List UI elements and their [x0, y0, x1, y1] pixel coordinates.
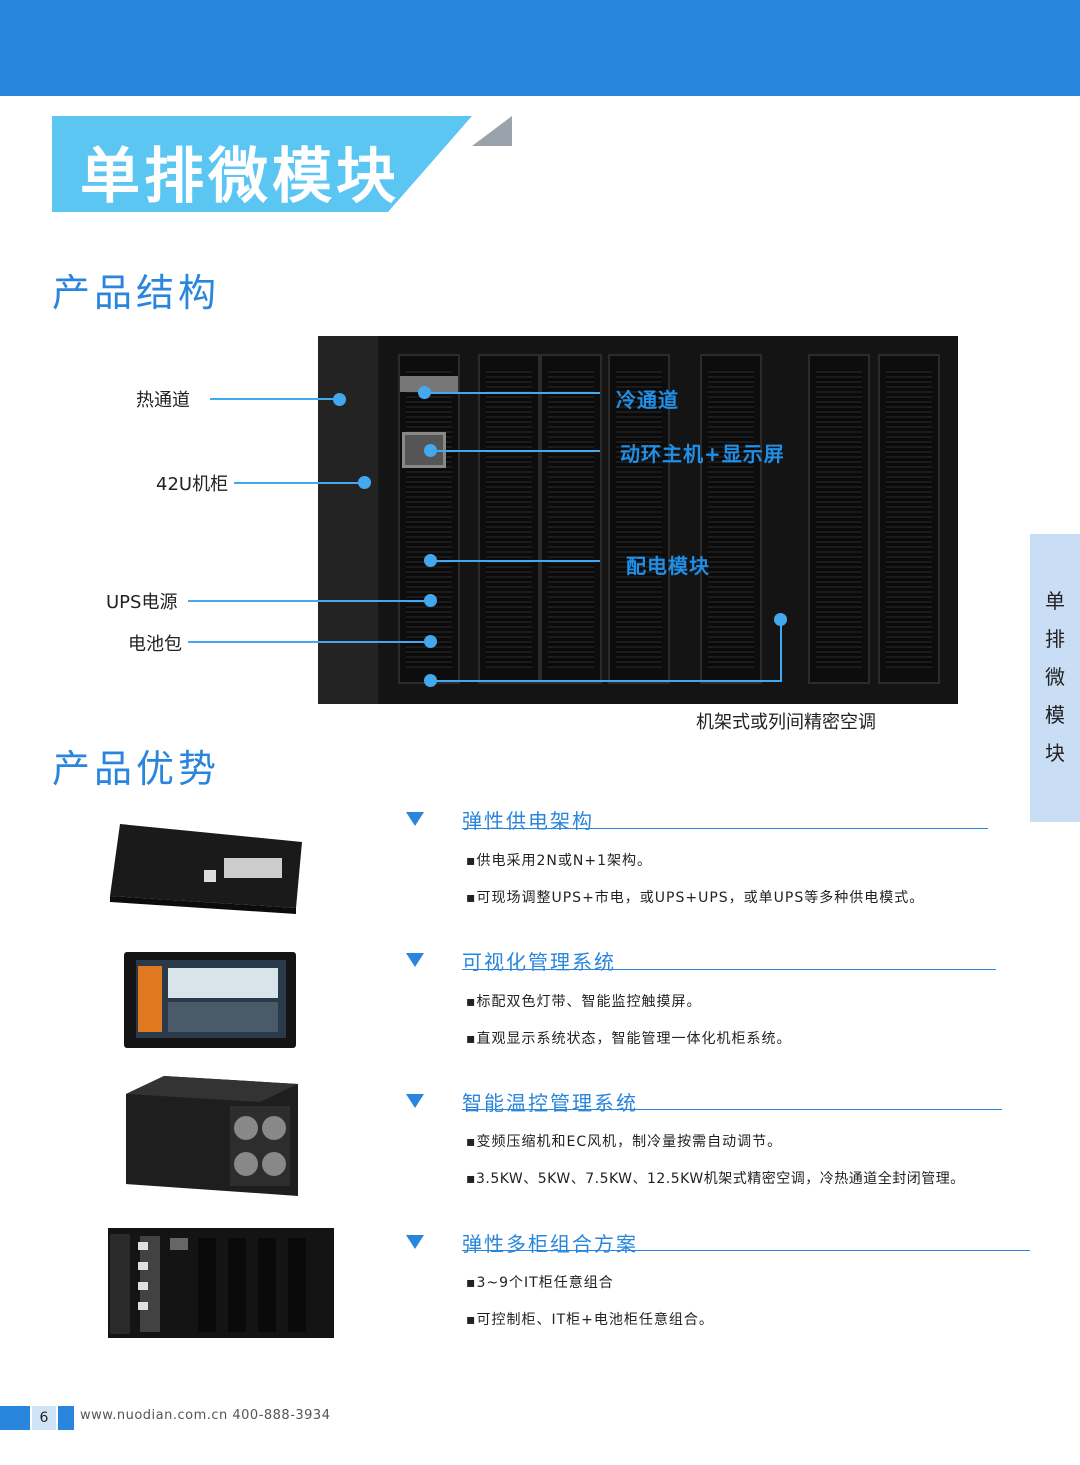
rack-door — [700, 354, 762, 684]
leader-line — [430, 680, 782, 682]
page-title: 单排微模块 — [80, 142, 400, 212]
footer-accent-bar — [58, 1406, 74, 1430]
title-banner-accent — [472, 116, 512, 146]
feature-bullet: ▪直观显示系统状态，智能管理一体化机柜系统。 — [466, 1031, 792, 1047]
feature-bullet: ▪可现场调整UPS+市电，或UPS+UPS，或单UPS等多种供电模式。 — [466, 890, 925, 906]
rack-side-panel — [318, 336, 378, 704]
feature-marker — [406, 812, 424, 826]
label-pdu: 配电模块 — [626, 554, 710, 578]
side-tab-char: 排 — [1045, 627, 1065, 651]
label-monitor-host: 动环主机+显示屏 — [620, 442, 785, 466]
leader-line — [188, 641, 428, 643]
feature-marker — [406, 1094, 424, 1108]
feature-bullet: ▪3.5KW、5KW、7.5KW、12.5KW机架式精密空调，冷热通道全封闭管理… — [466, 1171, 965, 1187]
side-tab-char: 块 — [1045, 741, 1065, 765]
footer-contact: www.nuodian.com.cn 400-888-3934 — [80, 1408, 331, 1423]
side-tab-char: 微 — [1045, 665, 1065, 689]
feature-bullet: ▪标配双色灯带、智能监控触摸屏。 — [466, 994, 702, 1010]
page-number: 6 — [32, 1406, 56, 1430]
feature-title: 智能温控管理系统 — [462, 1091, 638, 1115]
label-precision-ac: 机架式或列间精密空调 — [696, 712, 876, 733]
control-panel — [400, 376, 458, 392]
leader-dot — [424, 594, 437, 607]
label-ups: UPS电源 — [106, 592, 178, 613]
top-header-bar — [0, 0, 1080, 96]
leader-dot — [424, 635, 437, 648]
feature-bullet: ▪变频压缩机和EC风机，制冷量按需自动调节。 — [466, 1134, 783, 1150]
leader-line — [188, 600, 428, 602]
rack-door — [398, 354, 460, 684]
feature-bullet: ▪可控制柜、IT柜+电池柜任意组合。 — [466, 1312, 714, 1328]
label-battery: 电池包 — [128, 634, 182, 655]
leader-line — [234, 482, 364, 484]
air-conditioner-image — [126, 1076, 298, 1196]
feature-bullet: ▪供电采用2N或N+1架构。 — [466, 853, 652, 869]
feature-marker — [406, 1235, 424, 1249]
leader-dot — [333, 393, 346, 406]
feature-marker — [406, 953, 424, 967]
leader-line — [424, 392, 600, 394]
power-module-image — [110, 824, 302, 914]
label-hot-aisle: 热通道 — [136, 390, 190, 411]
label-cold-aisle: 冷通道 — [616, 388, 679, 412]
multi-cabinet-image — [108, 1228, 334, 1338]
feature-title: 弹性多柜组合方案 — [462, 1232, 638, 1256]
leader-line — [780, 619, 782, 682]
touch-screen-image — [124, 952, 296, 1048]
feature-underline — [462, 1250, 1030, 1251]
title-banner-bg — [52, 116, 472, 212]
title-banner: 单排微模块 — [52, 116, 512, 214]
leader-line — [430, 450, 600, 452]
feature-title: 弹性供电架构 — [462, 809, 594, 833]
leader-line — [210, 398, 338, 400]
side-chapter-tab: 单 排 微 模 块 — [1030, 534, 1080, 822]
leader-line — [430, 560, 600, 562]
rack-door — [608, 354, 670, 684]
rack-door — [808, 354, 870, 684]
rack-image — [318, 336, 958, 704]
feature-underline — [462, 969, 996, 970]
rack-door — [540, 354, 602, 684]
feature-title: 可视化管理系统 — [462, 950, 616, 974]
side-tab-char: 模 — [1045, 703, 1065, 727]
rack-door — [878, 354, 940, 684]
feature-underline — [462, 828, 988, 829]
leader-dot — [358, 476, 371, 489]
rack-door — [478, 354, 540, 684]
footer-accent-bar — [0, 1406, 30, 1430]
section-heading-advantages: 产品优势 — [52, 747, 221, 791]
side-tab-char: 单 — [1045, 589, 1065, 613]
section-heading-structure: 产品结构 — [52, 271, 221, 315]
label-42u-cabinet: 42U机柜 — [156, 474, 229, 495]
feature-bullet: ▪3~9个IT柜任意组合 — [466, 1275, 614, 1291]
feature-underline — [462, 1109, 1002, 1110]
